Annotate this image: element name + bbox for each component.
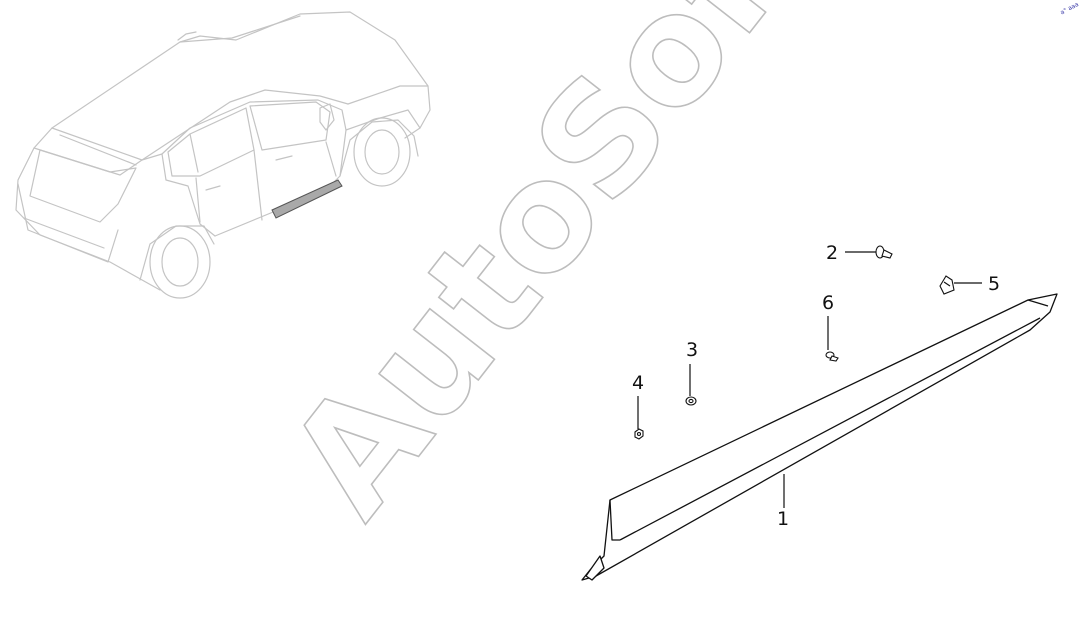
callout-5: 5 (988, 273, 1000, 295)
fastener-clip-part (825, 351, 839, 362)
clip-part (939, 275, 955, 295)
nut-part (634, 428, 644, 440)
callout-1: 1 (777, 508, 789, 530)
screw-part (875, 245, 893, 259)
callout-3: 3 (686, 339, 698, 361)
highlighted-sill (271, 179, 343, 219)
washer-part (685, 396, 697, 406)
callout-2: 2 (826, 242, 838, 264)
callout-4: 4 (632, 372, 644, 394)
side-sill-moulding (581, 293, 1058, 581)
vehicle-illustration (15, 11, 431, 299)
corner-mark: a° aaa (1059, 1, 1080, 17)
callout-6: 6 (822, 292, 834, 314)
